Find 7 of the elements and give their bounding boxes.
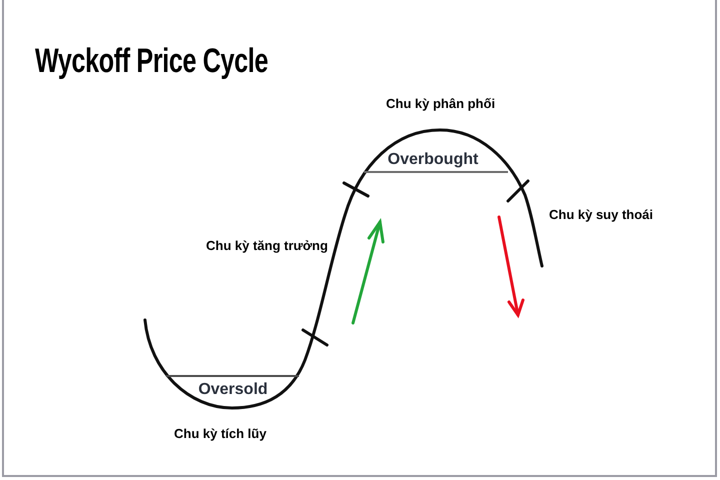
phase-label: Chu kỳ tăng trưởng	[206, 239, 328, 252]
zone-label: Overbought	[386, 152, 480, 168]
zone-label: Oversold	[197, 382, 269, 398]
phase-label: Chu kỳ phân phối	[386, 97, 496, 110]
phase-label: Chu kỳ tích lũy	[174, 427, 266, 440]
diagram-title: Wyckoff Price Cycle	[35, 44, 268, 78]
phase-label: Chu kỳ suy thoái	[549, 208, 654, 221]
